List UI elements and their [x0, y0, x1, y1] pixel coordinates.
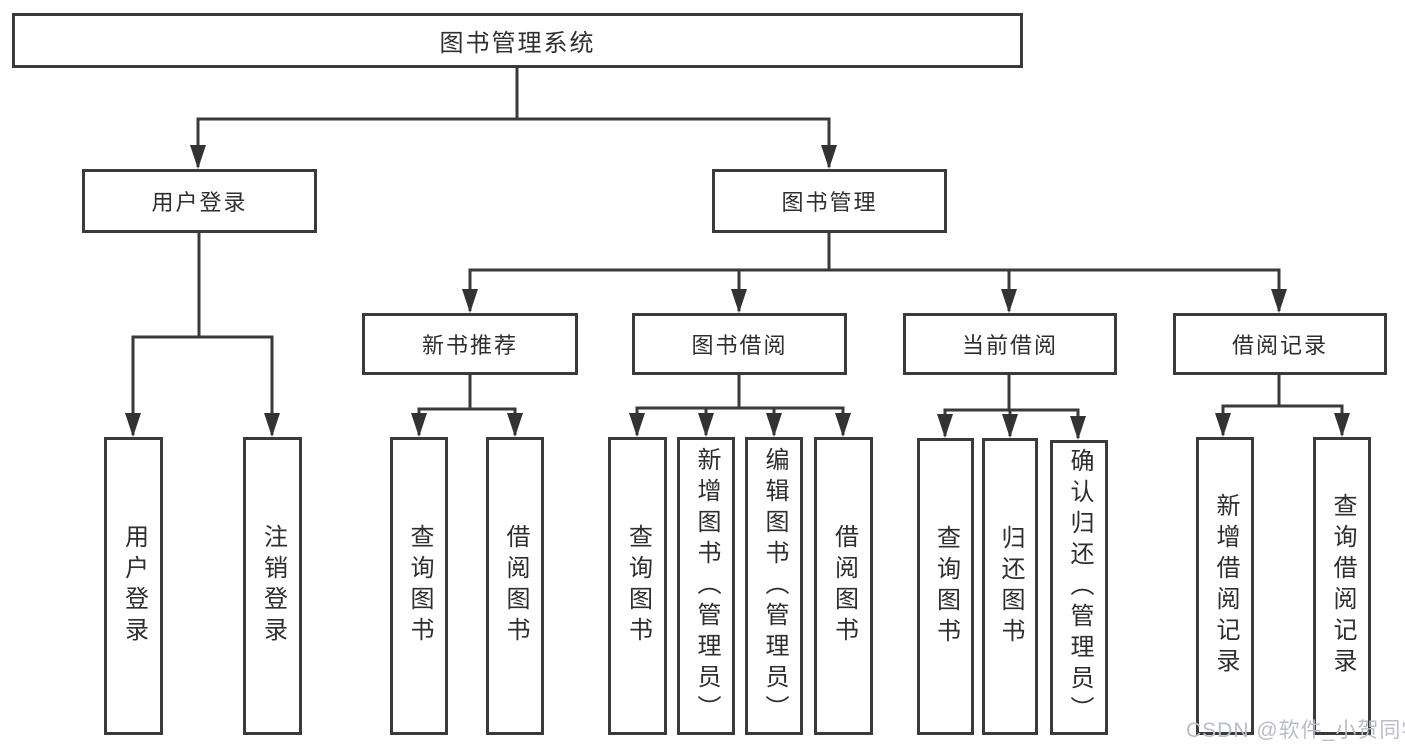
leaf-edit-books-admin: 编辑图书（管理员）	[745, 437, 803, 735]
connector-borrow-records-branch	[1221, 404, 1344, 435]
leaf-borrow-books-recommend: 借阅图书	[486, 437, 544, 735]
leaf-return-books-label: 归还图书	[997, 524, 1024, 649]
node-new-book-recommend: 新书推荐	[362, 313, 578, 375]
leaf-logout: 注销登录	[243, 437, 302, 735]
arrowhead-icon	[835, 413, 851, 437]
arrowhead-icon	[411, 413, 427, 437]
leaf-query-books-current-label: 查询图书	[932, 524, 960, 649]
arrowhead-icon	[264, 413, 280, 437]
arrowhead-icon	[1334, 413, 1350, 437]
watermark: CSDN @软件_小贺同学	[1186, 719, 1405, 742]
arrowhead-icon	[629, 413, 645, 437]
leaf-query-books-recommend-label: 查询图书	[406, 524, 433, 648]
node-user-login: 用户登录	[82, 169, 317, 233]
arrowhead-icon	[1215, 413, 1231, 437]
arrowhead-icon	[507, 413, 523, 437]
node-book-borrow-label: 图书借阅	[691, 333, 788, 358]
node-borrow-records: 借阅记录	[1173, 313, 1387, 375]
leaf-query-borrow-record-label: 查询借阅记录	[1329, 493, 1356, 679]
leaf-user-login: 用户登录	[104, 437, 163, 735]
node-borrow-records-label: 借阅记录	[1231, 333, 1328, 358]
leaf-add-borrow-record-label: 新增借阅记录	[1212, 493, 1239, 679]
arrowhead-icon	[821, 145, 837, 169]
node-new-book-recommend-label: 新书推荐	[421, 333, 518, 358]
connector-book-management-branch	[468, 268, 1281, 311]
node-root-label: 图书管理系统	[439, 30, 596, 57]
leaf-edit-books-admin-label: 编辑图书（管理员）	[761, 446, 788, 726]
arrowhead-icon	[698, 413, 714, 437]
arrowhead-icon	[190, 145, 206, 169]
leaf-confirm-return-admin: 确认归还（管理员）	[1050, 440, 1108, 735]
leaf-confirm-return-admin-label: 确认归还（管理员）	[1066, 448, 1093, 727]
arrowhead-icon	[1002, 414, 1018, 438]
arrowhead-icon	[1001, 289, 1017, 313]
arrowhead-icon	[125, 413, 141, 437]
leaf-borrow-books: 借阅图书	[814, 437, 873, 735]
leaf-return-books: 归还图书	[982, 438, 1038, 735]
node-root: 图书管理系统	[12, 13, 1023, 68]
leaf-query-books-borrow: 查询图书	[608, 437, 667, 735]
arrowhead-icon	[462, 289, 478, 313]
node-book-borrow: 图书借阅	[632, 313, 847, 375]
node-book-management-label: 图书管理	[781, 190, 878, 215]
node-user-login-label: 用户登录	[151, 190, 248, 215]
connector-user-login-branch	[131, 335, 274, 435]
leaf-borrow-books-recommend-label: 借阅图书	[502, 524, 529, 648]
node-current-borrow-label: 当前借阅	[961, 333, 1058, 358]
leaf-add-borrow-record: 新增借阅记录	[1196, 437, 1254, 735]
arrowhead-icon	[731, 289, 747, 313]
arrowhead-icon	[766, 413, 782, 437]
leaf-add-books-admin-label: 新增图书（管理员）	[693, 446, 720, 726]
connector-root-branch	[196, 117, 831, 167]
connector-book-borrow-branch	[635, 406, 845, 435]
connector-new-book-branch	[417, 407, 517, 435]
leaf-add-books-admin: 新增图书（管理员）	[677, 437, 735, 735]
arrowhead-icon	[937, 414, 953, 438]
node-current-borrow: 当前借阅	[903, 313, 1117, 375]
leaf-query-books-recommend: 查询图书	[390, 437, 448, 735]
leaf-query-borrow-record: 查询借阅记录	[1313, 437, 1371, 735]
leaf-user-login-label: 用户登录	[120, 524, 148, 648]
leaf-query-books-borrow-label: 查询图书	[624, 524, 652, 648]
leaf-borrow-books-label: 借阅图书	[830, 524, 858, 648]
leaf-logout-label: 注销登录	[259, 524, 287, 648]
node-book-management: 图书管理	[712, 169, 947, 233]
leaf-query-books-current: 查询图书	[917, 438, 974, 735]
arrowhead-icon	[1271, 289, 1287, 313]
arrowhead-icon	[1070, 416, 1086, 440]
